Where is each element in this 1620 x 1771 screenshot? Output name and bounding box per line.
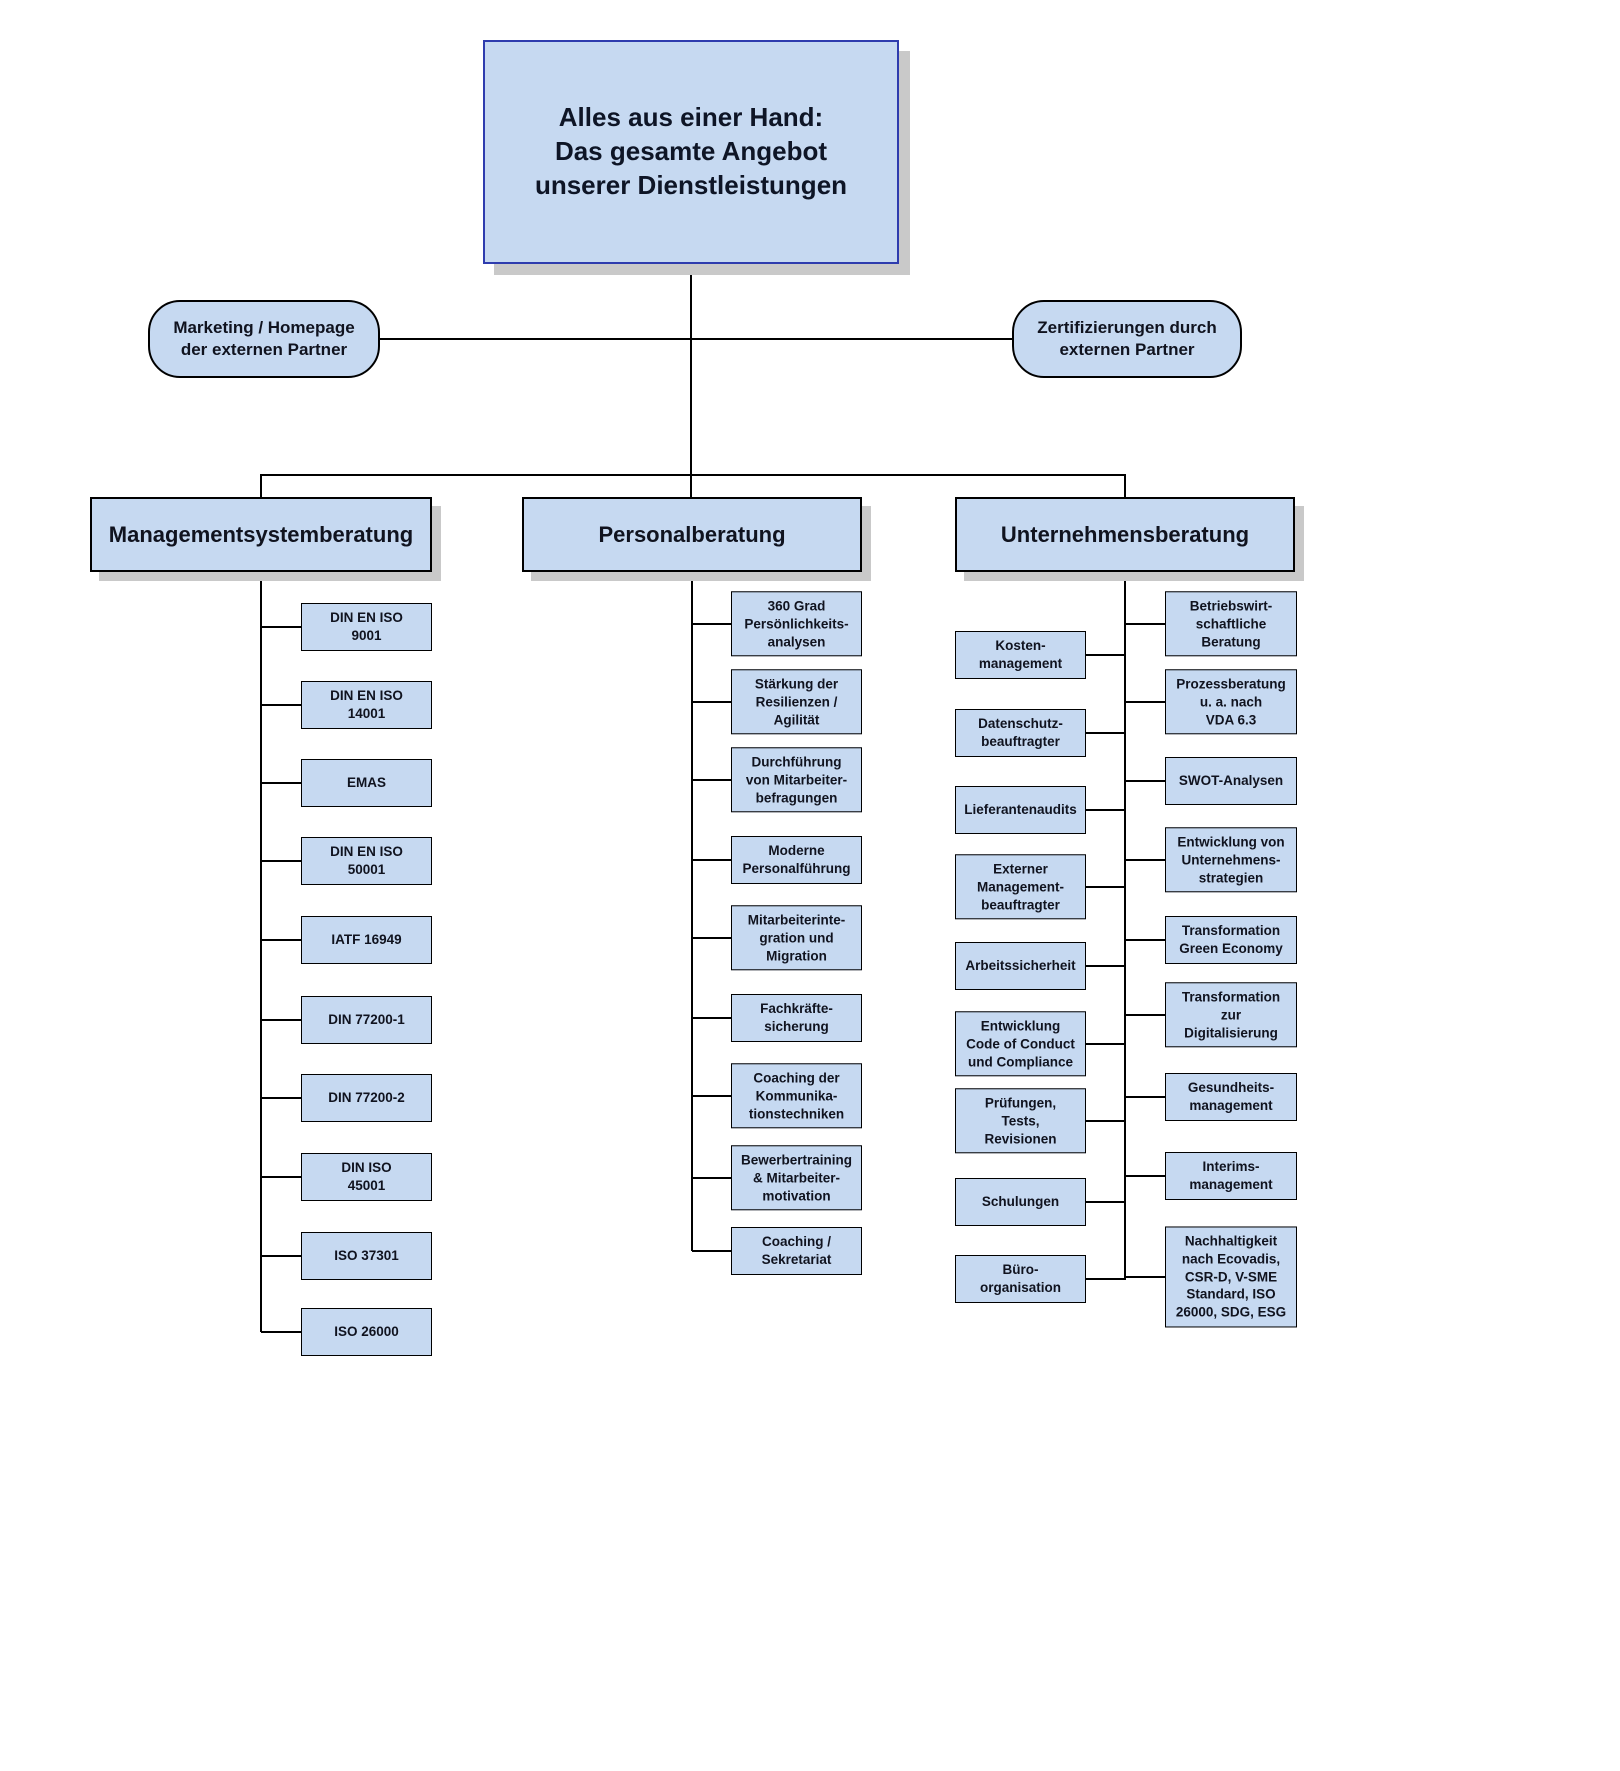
service-box: ISO 26000 [301,1308,432,1356]
service-box: Moderne Personalführung [731,836,862,884]
connector-stub [692,1095,731,1097]
connector-main-horizontal [260,474,1126,476]
service-box: Betriebswirt- schaftliche Beratung [1165,591,1297,657]
service-box: Mitarbeiterinte- gration und Migration [731,905,862,971]
connector-stub-unternehmen [1124,474,1126,498]
connector-stub [1125,623,1165,625]
connector-stub [1086,1120,1125,1122]
connector-stub [261,782,301,784]
service-box: DIN EN ISO 50001 [301,837,432,885]
service-box: EMAS [301,759,432,807]
service-box: Externer Management- beauftragter [955,854,1086,920]
service-box: Kosten- management [955,631,1086,679]
service-box: Lieferantenaudits [955,786,1086,834]
zertifizierungen-partner-box: Zertifizierungen durch externen Partner [1012,300,1242,378]
connector-branch-unternehmen [1124,572,1126,1280]
service-box: Entwicklung Code of Conduct und Complian… [955,1011,1086,1077]
connector-stub [1125,780,1165,782]
marketing-partner-box: Marketing / Homepage der externen Partne… [148,300,380,378]
service-box: Datenschutz- beauftragter [955,709,1086,757]
connector-branch-personal [691,572,693,1251]
service-box: DIN EN ISO 9001 [301,603,432,651]
connector-side-horizontal [380,338,1012,340]
connector-stub [1086,732,1125,734]
service-box: Transformation Green Economy [1165,916,1297,964]
service-box: 360 Grad Persönlichkeits- analysen [731,591,862,657]
branch-header-managementsystemberatung: Managementsystemberatung [90,497,432,572]
connector-stub [692,1250,731,1252]
connector-stub [261,704,301,706]
connector-stub [261,1176,301,1178]
connector-stub [692,1017,731,1019]
service-box: DIN ISO 45001 [301,1153,432,1201]
connector-root-vertical [690,264,692,498]
service-box: Interims- management [1165,1152,1297,1200]
connector-stub [1086,1278,1125,1280]
service-box: Coaching der Kommunika- tionstechniken [731,1063,862,1129]
branch-header-personalberatung: Personalberatung [522,497,862,572]
service-box: Prozessberatung u. a. nach VDA 6.3 [1165,669,1297,735]
service-box: Entwicklung von Unternehmens- strategien [1165,827,1297,893]
service-box: IATF 16949 [301,916,432,964]
connector-stub [692,623,731,625]
service-box: Durchführung von Mitarbeiter- befragunge… [731,747,862,813]
service-box: Arbeitssicherheit [955,942,1086,990]
connector-stub [1125,1175,1165,1177]
service-box: Fachkräfte- sicherung [731,994,862,1042]
service-box: SWOT-Analysen [1165,757,1297,805]
connector-stub [1086,809,1125,811]
connector-stub [261,860,301,862]
connector-stub [261,1331,301,1333]
connector-stub [1125,859,1165,861]
connector-stub [1125,1014,1165,1016]
connector-stub [261,1255,301,1257]
connector-stub [261,1019,301,1021]
connector-stub [692,1177,731,1179]
connector-stub [1086,1043,1125,1045]
connector-stub [261,1097,301,1099]
connector-stub [261,939,301,941]
service-box: Gesundheits- management [1165,1073,1297,1121]
service-box: DIN 77200-2 [301,1074,432,1122]
service-box: Coaching / Sekretariat [731,1227,862,1275]
service-box: DIN 77200-1 [301,996,432,1044]
connector-stub [1086,1201,1125,1203]
branch-header-unternehmensberatung: Unternehmensberatung [955,497,1295,572]
service-box: Transformation zur Digitalisierung [1165,982,1297,1048]
connector-stub [692,859,731,861]
connector-stub [692,701,731,703]
connector-stub-management [260,474,262,498]
root-title-box: Alles aus einer Hand: Das gesamte Angebo… [483,40,899,264]
service-box: ISO 37301 [301,1232,432,1280]
service-box: Prüfungen, Tests, Revisionen [955,1088,1086,1154]
service-box: Bewerbertraining & Mitarbeiter- motivati… [731,1145,862,1211]
connector-stub [261,626,301,628]
connector-stub [1086,654,1125,656]
connector-stub [1125,701,1165,703]
service-box: Schulungen [955,1178,1086,1226]
connector-stub [1086,965,1125,967]
service-box: Büro- organisation [955,1255,1086,1303]
service-box: DIN EN ISO 14001 [301,681,432,729]
connector-branch-management [260,572,262,1332]
connector-stub [692,937,731,939]
service-box: Nachhaltigkeit nach Ecovadis, CSR-D, V-S… [1165,1226,1297,1328]
service-box: Stärkung der Resilienzen / Agilität [731,669,862,735]
connector-stub [1125,1276,1165,1278]
connector-stub [692,779,731,781]
connector-stub [1125,939,1165,941]
connector-stub [1086,886,1125,888]
connector-stub [1125,1096,1165,1098]
